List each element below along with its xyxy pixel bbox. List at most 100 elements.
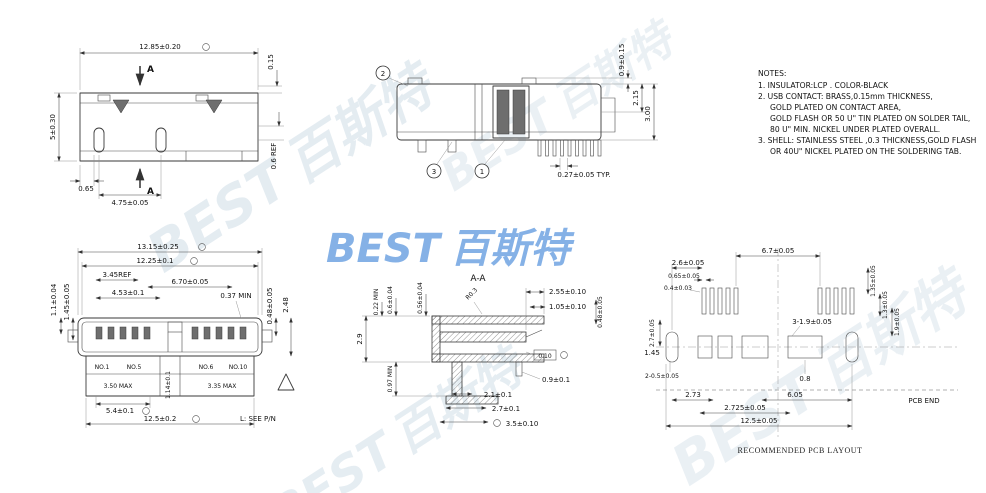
dim-345ref: 3.45REF [95, 271, 139, 282]
dim-605: 6.05 [761, 391, 853, 402]
pcb-pad [741, 335, 769, 359]
dim-54: 5.4±0.1 [95, 396, 151, 415]
dim-label: 0.4±0.03 [664, 285, 692, 292]
dim-label: 13.15±0.25 [137, 243, 179, 251]
dim-048s: 0.48±0.05 [594, 296, 604, 328]
ref-balloon-icon [560, 351, 568, 359]
dim-radius: R0.3 [464, 287, 483, 315]
balloon-2: 2 [375, 65, 409, 87]
pcb-pad [725, 287, 731, 315]
pcb-caption: RECOMMENDED PCB LAYOUT [738, 446, 863, 455]
contact-pin [107, 326, 115, 340]
dim-06ref: 0.6 REF [258, 112, 284, 169]
contact-pin [95, 326, 103, 340]
dim-label: 2.48 [282, 297, 290, 313]
dim-label: 3.50 MAX [104, 383, 133, 390]
dim-label: 5.4±0.1 [106, 407, 134, 415]
dim-label: 1.35±0.05 [870, 265, 877, 297]
dim-label: 1.1±0.04 [50, 283, 58, 316]
dim-label: 0.48±0.05 [597, 296, 604, 328]
pin-label: NO.1 [95, 364, 110, 371]
dim-065p: 0.65±0.05 [668, 273, 714, 282]
dim-front-shell: 12.25±0.1 [81, 257, 259, 315]
note-line: GOLD PLATED ON CONTACT AREA, [770, 103, 901, 112]
dim-label: 2.73 [685, 391, 701, 399]
pcb-pad [733, 287, 739, 315]
contact-pin [215, 326, 223, 340]
dim-label: 2-0.5±0.05 [645, 373, 679, 380]
pcb-pad [849, 287, 855, 315]
dim-2holes: 2-0.5±0.05 [645, 362, 679, 380]
datum-triangle-icon [277, 373, 295, 391]
ref-balloon-icon [192, 415, 200, 423]
dim-105: 1.05±0.10 [529, 303, 586, 311]
dim-label: 0.37 MIN [220, 292, 251, 300]
dim-label: 2.7±0.1 [492, 405, 520, 413]
dim-front-overall: 13.15±0.25 [77, 243, 263, 315]
ref-balloon-icon [190, 257, 198, 265]
note-line: 80 U" MIN. NICKEL UNDER PLATED OVERALL. [770, 125, 940, 134]
ref-balloon-icon [493, 419, 501, 427]
dim-label: 3-1.9±0.05 [792, 318, 832, 326]
contact-pin [191, 326, 199, 340]
dim-label: 4.75±0.05 [111, 199, 148, 207]
watermark-cn: 百斯特 [274, 51, 450, 196]
dim-056: 0.56±0.04 [417, 282, 428, 317]
contact-pin [119, 326, 127, 340]
pin-label: NO.6 [199, 364, 214, 371]
contact-pin [239, 326, 247, 340]
dim-label: 2.725±0.05 [724, 404, 766, 412]
dim-label: 0.9±0.1 [542, 376, 570, 384]
dim-label: 2.55±0.10 [549, 288, 586, 296]
dim-label: 1.9±0.05 [894, 308, 901, 336]
dim-label: 1.45 [644, 349, 660, 357]
elevation-view: 2 3 1 0.9±0.15 2.15 3.00 0.27±0.05 TYP. [375, 44, 658, 179]
dim-125p: 12.5±0.05 [665, 364, 853, 430]
dim-125: 12.5±0.2 [85, 398, 255, 428]
pin-label: NO.5 [127, 364, 142, 371]
pcb-pad [717, 287, 723, 315]
dim-label: 0.22 MIN [373, 289, 380, 316]
dim-top-height: 5±0.30 [49, 92, 77, 162]
dim-248: 2.48 [282, 297, 293, 357]
dim-11: 1.1±0.04 [50, 283, 63, 335]
dim-label: 1.05±0.10 [549, 303, 586, 311]
note-line: 2. USB CONTACT: BRASS,0.15mm THICKNESS, [758, 92, 933, 101]
contact-pin [203, 326, 211, 340]
pcb-pads [665, 287, 859, 363]
latch-slot [155, 127, 167, 153]
balloon-1: 1 [474, 139, 506, 179]
dim-label: 3.45REF [103, 271, 132, 279]
dim-26: 2.6±0.05 [671, 259, 704, 330]
front-outline: NO.1 NO.5 NO.6 NO.10 3.50 MAX 3.35 MAX [67, 317, 295, 397]
polarity-triangle-icon [112, 99, 130, 114]
note-line: 1. INSULATOR:LCP . COLOR-BLACK [758, 81, 889, 90]
dim-300: 3.00 [601, 83, 658, 141]
contact-pins [95, 326, 247, 340]
dim-label: 2.15 [632, 90, 640, 106]
dim-label: 4.53±0.1 [112, 289, 145, 297]
pcb-hole [665, 331, 679, 363]
dim-label: 0.9±0.15 [618, 44, 626, 77]
dim-label: 1.14±0.1 [165, 371, 172, 399]
dim-label: 0.6±0.04 [387, 286, 394, 314]
dim-label: 0.56±0.04 [417, 282, 424, 314]
dim-label: 0.15 [267, 54, 275, 70]
dim-29: 2.9 [356, 315, 430, 363]
polarity-triangle-icon [205, 99, 223, 114]
dim-label: 1.3±0.05 [882, 291, 889, 319]
pcb-view: 6.7±0.05 2.6±0.05 0.65±0.05 0.4±0.03 1.3… [644, 247, 958, 455]
dim-08: 0.8 [799, 360, 811, 383]
dim-2725: 2.725±0.05 [699, 404, 791, 415]
dim-114: 1.14±0.1 [165, 371, 172, 399]
dim-273: 2.73 [671, 391, 714, 402]
dim-475: 4.75±0.05 [98, 155, 162, 207]
note-line: 3. SHELL: STAINLESS STEEL ,0.3 THICKNESS… [758, 136, 976, 145]
dim-pitch: 0.27±0.05 TYP. [550, 158, 611, 179]
pcb-pad [817, 287, 823, 315]
top-view: 12.85±0.20 5±0.30 0.15 0.6 REF 0.65 4.75… [49, 43, 284, 207]
dim-label: R0.3 [464, 287, 479, 302]
dim-label: 3.5±0.10 [506, 420, 539, 428]
